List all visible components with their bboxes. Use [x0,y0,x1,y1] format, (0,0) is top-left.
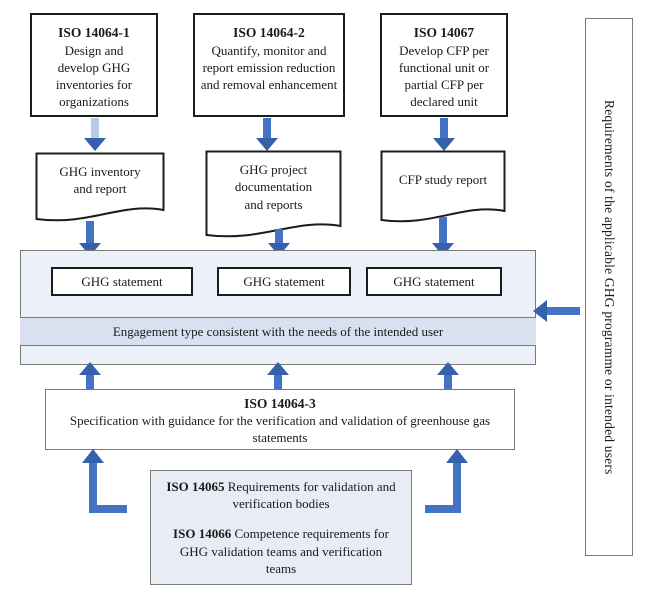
engagement-type-band: Engagement type consistent with the need… [20,317,536,346]
ghg-programme-requirements-panel: Requirements of the applicable GHG progr… [585,18,633,556]
iso-14066-code: ISO 14066 [173,526,232,542]
arrow-down-icon [432,217,454,256]
iso-14066-item: ISO 14066 Competence requirements for GH… [151,525,411,576]
iso-14064-2-box: ISO 14064-2 Quantify, monitor and report… [193,13,345,117]
arrow-down-icon [268,229,290,256]
arrow-down-icon [79,221,101,256]
arrow-down-icon [433,118,455,151]
iso-14066-text: Competence requirements for GHG validati… [179,526,389,576]
arrow-down-icon [256,118,278,151]
document-label: GHG project documentation and reports [234,162,313,212]
ghg-statement-box: GHG statement [366,267,502,296]
iso-14064-3-box: ISO 14064-3 Specification with guidance … [45,389,515,450]
document-ghg-project-docs: GHG project documentation and reports [205,150,342,240]
elbow-arrow-up-right-icon [425,449,468,513]
iso-14067-box: ISO 14067 Develop CFP per functional uni… [380,13,508,117]
ghg-statements-panel: GHG statement GHG statement GHG statemen… [20,250,536,365]
elbow-arrow-up-left-icon [82,449,127,513]
document-shape [35,152,165,222]
iso-14064-3-title: ISO 14064-3 [244,396,316,411]
iso-14065-code: ISO 14065 [166,479,225,495]
arrow-up-icon [437,362,459,390]
arrow-left-icon [533,300,580,322]
arrow-up-icon [79,362,101,390]
arrow-down-icon [84,118,106,151]
iso-14064-2-desc: Quantify, monitor and report emission re… [200,42,338,92]
document-label: CFP study report [398,171,488,187]
document-label: GHG inventory and report [59,163,141,196]
iso-14067-title: ISO 14067 [413,25,475,40]
iso-14064-2-title: ISO 14064-2 [233,25,305,40]
iso-14064-1-desc: Design and develop GHG inventories for o… [55,42,133,110]
document-ghg-inventory-report: GHG inventory and report [35,152,165,224]
side-panel-label: Requirements of the applicable GHG progr… [602,99,617,475]
arrow-up-icon [267,362,289,390]
document-cfp-study-report: CFP study report [380,150,506,225]
iso-14065-text: Requirements for validation and verifica… [227,479,396,512]
ghg-statement-box: GHG statement [217,267,351,296]
iso-14064-1-box: ISO 14064-1 Design and develop GHG inven… [30,13,158,117]
iso-14064-3-desc: Specification with guidance for the veri… [69,412,491,445]
iso-14065-14066-box: ISO 14065 Requirements for validation an… [150,470,412,585]
ghg-statement-box: GHG statement [51,267,193,296]
iso-14065-item: ISO 14065 Requirements for validation an… [151,478,411,512]
iso-14067-desc: Develop CFP per functional unit or parti… [398,42,490,110]
iso-14064-1-title: ISO 14064-1 [58,25,130,40]
document-shape [380,150,506,223]
